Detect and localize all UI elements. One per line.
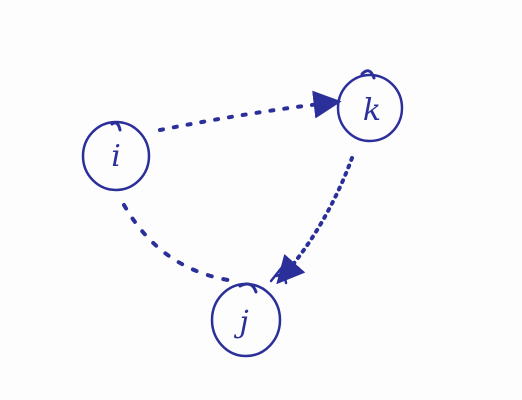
- edge-i-to-k: [158, 90, 342, 132]
- node-j-label: j: [233, 305, 248, 340]
- node-j: j: [210, 282, 282, 358]
- arrowhead-scribble-mark: [269, 264, 289, 285]
- node-j-start-tick: [238, 282, 258, 294]
- edge-i-to-j: [122, 203, 230, 282]
- node-i-label: i: [111, 139, 121, 174]
- node-k-circle: [336, 73, 404, 143]
- edge-k-to-j: [276, 156, 354, 285]
- node-i: i: [81, 120, 151, 192]
- edge-layer: [122, 90, 354, 285]
- node-i-start-tick: [110, 121, 122, 132]
- node-k-label: k: [363, 93, 381, 128]
- node-k: k: [336, 69, 404, 143]
- node-k-start-tick: [360, 69, 376, 80]
